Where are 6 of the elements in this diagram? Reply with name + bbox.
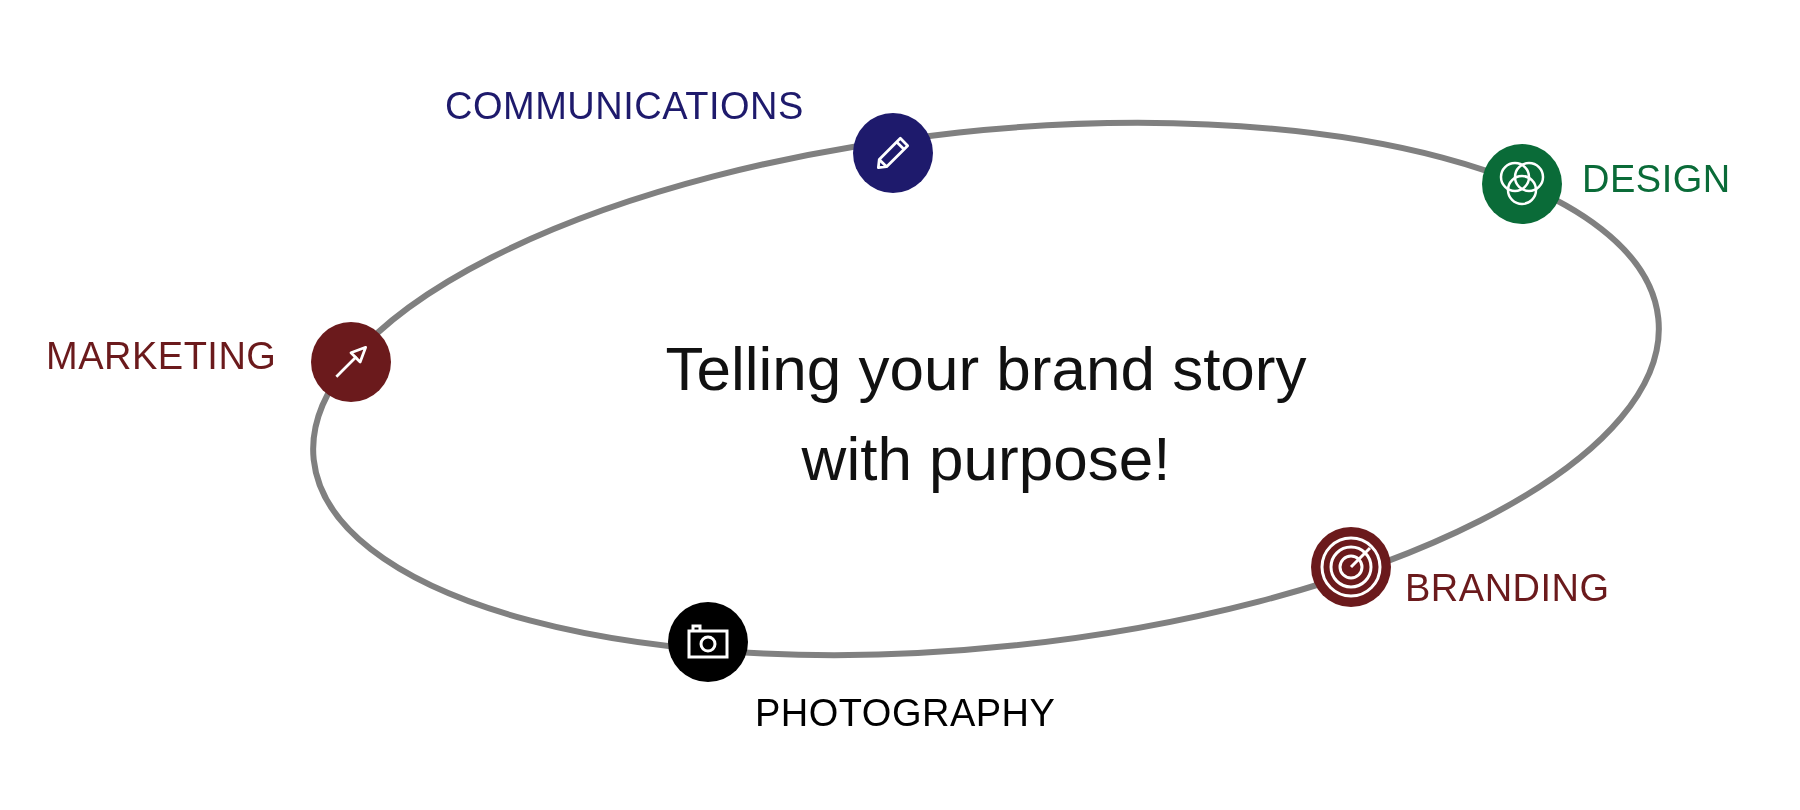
category-label: PHOTOGRAPHY bbox=[755, 691, 1056, 736]
category-label: DESIGN bbox=[1582, 157, 1731, 202]
category-label: COMMUNICATIONS bbox=[445, 84, 804, 129]
tagline: Telling your brand story with purpose! bbox=[664, 333, 1308, 495]
category-label: BRANDING bbox=[1405, 566, 1610, 611]
category-label: MARKETING bbox=[46, 334, 277, 379]
